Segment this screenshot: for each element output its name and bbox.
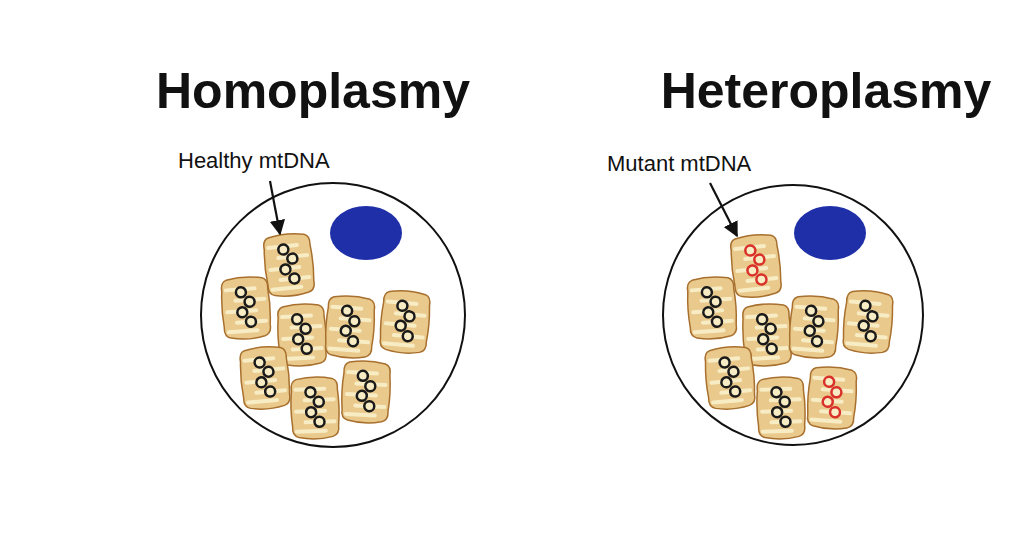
cell-circle: Heteroplasmy <box>662 184 924 446</box>
mitochondrion <box>262 232 316 299</box>
mitochondrion <box>378 289 431 355</box>
cell-circle: Homoplasmy <box>200 182 466 448</box>
callout-label: Healthy mtDNA <box>178 148 330 174</box>
callout-label: Mutant mtDNA <box>607 151 751 177</box>
mitochondrion <box>686 275 738 340</box>
cell-outline <box>200 182 466 448</box>
mitochondrion <box>220 275 272 340</box>
mitochondrion <box>729 233 783 300</box>
nucleus <box>330 206 402 260</box>
mitochondrion <box>806 365 858 430</box>
leader-arrow <box>270 181 280 234</box>
leader-arrow <box>710 183 737 236</box>
nucleus <box>794 206 866 260</box>
cell-heading: Heteroplasmy <box>661 66 992 116</box>
mitochondrion <box>290 376 340 440</box>
mitochondrion <box>238 345 291 411</box>
mitochondrion <box>841 289 894 355</box>
cell-heading: Homoplasmy <box>156 66 470 116</box>
mitochondrion <box>324 294 376 359</box>
cell-outline <box>662 184 924 446</box>
mitochondrion <box>703 345 756 411</box>
mitochondrion <box>756 376 806 440</box>
mitochondrion <box>340 360 391 424</box>
mitochondrion <box>788 294 840 359</box>
